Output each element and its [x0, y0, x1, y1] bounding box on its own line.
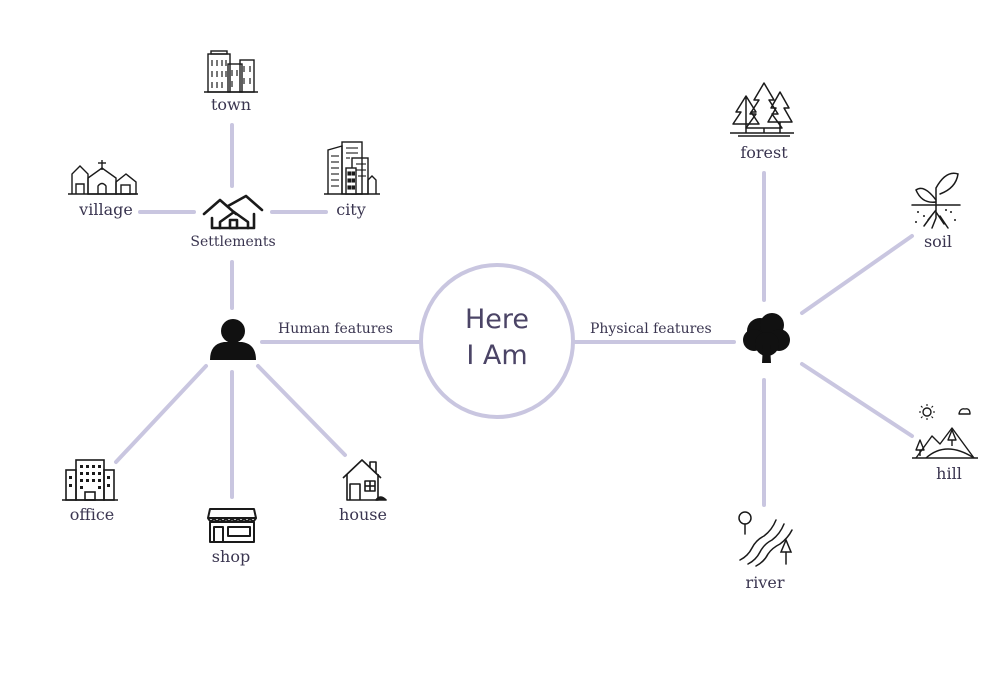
connector-house	[256, 364, 347, 457]
person-icon	[210, 319, 256, 360]
center-circle	[419, 263, 575, 419]
river-icon	[738, 511, 793, 567]
physical-features-label: Physical features	[590, 321, 712, 337]
village-label: village	[79, 200, 133, 219]
settlements-icon	[202, 194, 264, 230]
tree-icon	[743, 313, 790, 363]
forest-label: forest	[740, 143, 788, 162]
town-label: town	[210, 95, 252, 114]
settlements-label: Settlements	[190, 234, 276, 250]
connector-soil	[800, 234, 914, 315]
house-label: house	[339, 505, 387, 524]
center-title-line2: I Am	[466, 340, 528, 371]
house-icon	[342, 459, 387, 501]
office-icon	[62, 459, 118, 501]
soil-icon	[911, 172, 961, 229]
hill-label: hill	[936, 464, 962, 483]
connector-hill	[800, 362, 914, 438]
river-label: river	[745, 573, 785, 592]
connector-lines	[114, 123, 914, 507]
office-label: office	[69, 505, 115, 524]
connector-office	[114, 364, 208, 464]
center-title-line1: Here	[464, 304, 530, 335]
hill-icon	[912, 404, 978, 459]
city-icon	[324, 141, 380, 195]
village-icon	[68, 160, 138, 195]
center-title: Here I Am	[465, 302, 529, 374]
forest-icon	[730, 82, 794, 137]
human-features-label: Human features	[278, 321, 393, 337]
shop-label: shop	[211, 547, 251, 566]
city-label: city	[336, 200, 366, 219]
soil-label: soil	[923, 232, 953, 251]
shop-icon	[207, 508, 257, 543]
town-icon	[204, 50, 258, 93]
